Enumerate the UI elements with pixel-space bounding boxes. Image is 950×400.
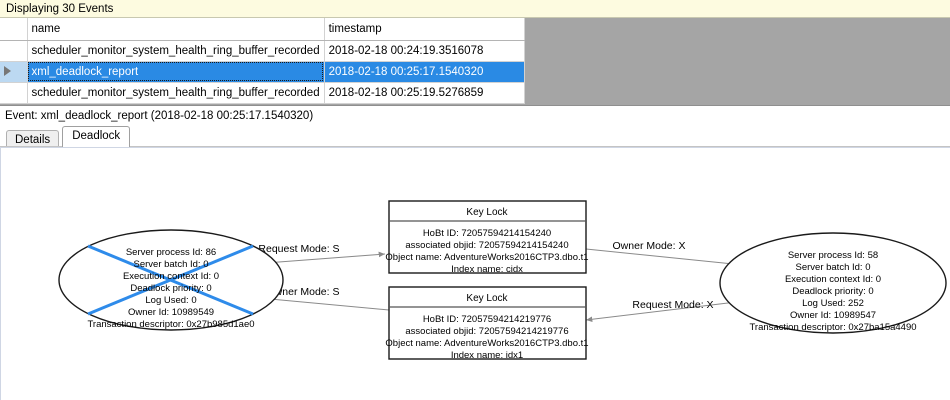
- key-lock-top-line-3: Index name: cidx: [451, 264, 523, 275]
- edge-right-owner: Owner Mode: X: [585, 240, 754, 269]
- table-row[interactable]: scheduler_monitor_system_health_ring_buf…: [0, 82, 525, 104]
- process-left-line-0: Server process Id: 86: [126, 247, 216, 258]
- process-left-line-6: Transaction descriptor: 0x27b985d1ae0: [87, 319, 254, 330]
- process-right-line-3: Deadlock priority: 0: [792, 286, 873, 297]
- cell-name[interactable]: scheduler_monitor_system_health_ring_buf…: [27, 82, 325, 104]
- process-left-line-1: Server batch Id: 0: [134, 259, 209, 270]
- process-node-left[interactable]: Server process Id: 86 Server batch Id: 0…: [58, 229, 284, 331]
- process-right-line-2: Execution context Id: 0: [785, 274, 881, 285]
- tab-deadlock[interactable]: Deadlock: [62, 126, 131, 147]
- edge-right-request: Request Mode: X: [585, 299, 754, 323]
- row-selector-cell[interactable]: [0, 40, 28, 62]
- row-selector-cell[interactable]: [0, 61, 28, 83]
- cell-name[interactable]: xml_deadlock_report: [27, 61, 325, 83]
- column-header-name[interactable]: name: [27, 18, 325, 41]
- events-count-banner: Displaying 30 Events: [0, 0, 950, 18]
- key-lock-bottom-line-3: Index name: idx1: [451, 350, 523, 361]
- tab-bar: Details Deadlock: [0, 126, 950, 149]
- key-lock-bottom-line-2: Object name: AdventureWorks2016CTP3.dbo.…: [385, 338, 588, 349]
- process-right-line-1: Server batch Id: 0: [796, 262, 871, 273]
- process-right-line-4: Log Used: 252: [802, 298, 864, 309]
- key-lock-bottom-line-1: associated objid: 72057594214219776: [405, 326, 568, 337]
- row-selector-cell[interactable]: [0, 82, 28, 104]
- key-lock-bottom-line-0: HoBt ID: 72057594214219776: [423, 314, 551, 325]
- key-lock-top-line-2: Object name: AdventureWorks2016CTP3.dbo.…: [385, 252, 588, 263]
- cell-timestamp[interactable]: 2018-02-18 00:24:19.3516078: [324, 40, 525, 62]
- process-right-line-5: Owner Id: 10989547: [790, 310, 876, 321]
- edge-label-right-owner: Owner Mode: X: [613, 240, 686, 252]
- edge-label-left-request: Request Mode: S: [258, 243, 339, 255]
- process-left-line-5: Owner Id: 10989549: [128, 307, 214, 318]
- key-lock-top-line-0: HoBt ID: 72057594214154240: [423, 228, 551, 239]
- deadlock-graph-canvas[interactable]: Request Mode: S Owner Mode: X Owner Mode…: [0, 147, 950, 400]
- column-header-timestamp[interactable]: timestamp: [324, 18, 525, 41]
- tab-details[interactable]: Details: [6, 130, 60, 149]
- key-lock-top-line-1: associated objid: 72057594214154240: [405, 240, 568, 251]
- resource-node-key-lock-top[interactable]: Key Lock HoBt ID: 72057594214154240 asso…: [385, 200, 589, 275]
- resource-node-key-lock-bottom[interactable]: Key Lock HoBt ID: 72057594214219776 asso…: [385, 286, 589, 361]
- victim-cross-icon: [87, 244, 254, 316]
- tab-bar-underline: [0, 146, 950, 147]
- table-header-row: name timestamp: [0, 18, 525, 41]
- process-left-line-4: Log Used: 0: [145, 295, 196, 306]
- column-header-selector[interactable]: [0, 18, 28, 41]
- edge-label-left-owner: Owner Mode: S: [267, 286, 340, 298]
- process-left-line-2: Execution context Id: 0: [123, 271, 219, 282]
- cell-timestamp[interactable]: 2018-02-18 00:25:19.5276859: [324, 82, 525, 104]
- events-table: name timestamp scheduler_monitor_system_…: [0, 18, 525, 104]
- event-header-label: Event: xml_deadlock_report (2018-02-18 0…: [0, 106, 950, 126]
- cell-name[interactable]: scheduler_monitor_system_health_ring_buf…: [27, 40, 325, 62]
- key-lock-bottom-title: Key Lock: [466, 293, 508, 304]
- current-row-triangle-icon: [4, 65, 11, 76]
- key-lock-top-title: Key Lock: [466, 207, 508, 218]
- events-grid[interactable]: name timestamp scheduler_monitor_system_…: [0, 18, 950, 106]
- cell-timestamp[interactable]: 2018-02-18 00:25:17.1540320: [324, 61, 525, 83]
- process-node-right[interactable]: Server process Id: 58 Server batch Id: 0…: [719, 232, 947, 334]
- deadlock-graph-svg: Request Mode: S Owner Mode: X Owner Mode…: [58, 200, 947, 361]
- process-right-line-0: Server process Id: 58: [788, 250, 878, 261]
- process-right-line-6: Transaction descriptor: 0x27ba15a4490: [749, 322, 916, 333]
- table-row[interactable]: scheduler_monitor_system_health_ring_buf…: [0, 40, 525, 62]
- edge-label-right-request: Request Mode: X: [632, 299, 713, 311]
- process-left-line-3: Deadlock priority: 0: [130, 283, 211, 294]
- table-row-selected[interactable]: xml_deadlock_report 2018-02-18 00:25:17.…: [0, 61, 525, 83]
